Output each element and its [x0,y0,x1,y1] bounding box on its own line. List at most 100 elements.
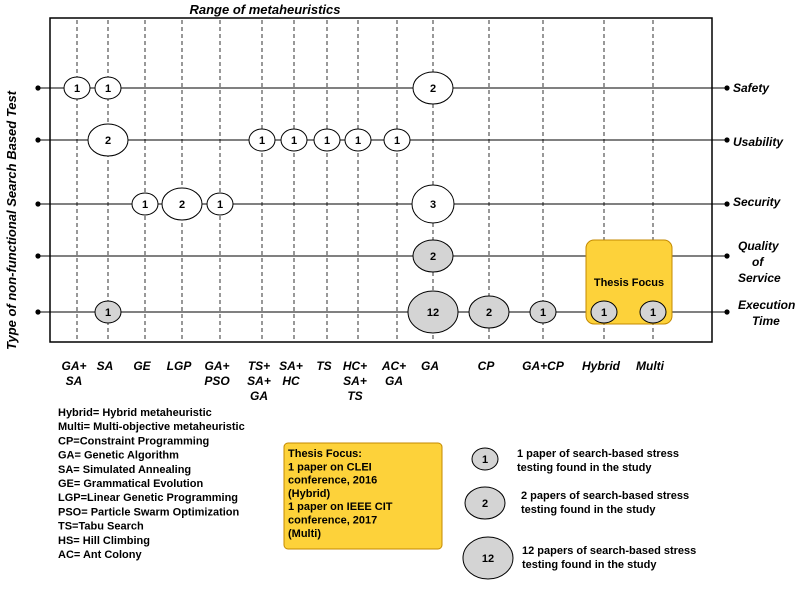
column-label-9: AC+ [381,359,406,373]
legend-text: testing found in the study [517,462,652,474]
bubble-r4-c12: 1 [529,300,557,324]
abbreviation-item: TS=Tabu Search [58,521,144,533]
bubble-count: 1 [105,83,111,95]
column-label-5: TS+ [248,359,270,373]
column-label-6: SA+ [279,359,303,373]
bubble-count: 2 [105,135,111,147]
legend: 1 1 paper of search-based stress testing … [462,447,696,580]
bubble-r1-c7: 1 [313,128,341,152]
row-label-3: of [752,255,764,269]
bubble-count: 3 [430,199,436,211]
bubble-r2-c10: 3 [411,184,455,224]
bubble-count: 1 [105,307,111,319]
bubble-count: 1 [74,83,80,95]
bubble-shape [161,187,203,221]
bubble-r4-c10: 12 [407,290,459,334]
row-label-4: Time [752,314,780,328]
bubble-r2-c4: 1 [206,192,234,216]
bubble-count: 1 [291,135,297,147]
row-label-4: Execution [738,298,795,312]
bubble-r4-c1: 1 [94,300,122,324]
thesis-note-line: Thesis Focus: [288,448,362,460]
legend-bubble [471,447,499,471]
legend-text: testing found in the study [522,559,657,571]
legend-bubble [464,486,506,520]
abbreviation-item: AC= Ant Colony [58,549,142,561]
thesis-note-line: (Hybrid) [288,488,331,500]
row-label-3: Service [738,271,781,285]
column-label-13: Hybrid [582,359,621,373]
legend-text: 12 papers of search-based stress [522,545,696,557]
column-label-4: PSO [204,374,230,388]
abbreviation-item: SA= Simulated Annealing [58,464,191,476]
bubble-count: 1 [394,135,400,147]
thesis-note-line: 1 paper on CLEI [288,461,372,473]
legend-item-0: 1 1 paper of search-based stress testing … [471,447,679,474]
thesis-note-line: 1 paper on IEEE CIT [288,501,393,513]
bubble-r4-c11: 2 [468,295,510,329]
legend-item-1: 22 papers of search-based stress testing… [464,486,689,520]
row-start-dot-2 [35,201,41,207]
legend-text: 1 paper of search-based stress [517,448,679,460]
bubble-r1-c5: 1 [248,128,276,152]
bubble-shape [94,300,122,324]
bubble-shape [94,76,122,100]
bubble-count: 2 [179,199,185,211]
column-label-12: GA+CP [522,359,565,373]
bubble-shape [639,300,667,324]
thesis-note: Thesis Focus:1 paper on CLEIconference, … [288,448,393,540]
row-start-dot-4 [35,309,41,315]
row-end-dot-3 [724,253,730,259]
bubble-shape [248,128,276,152]
bubble-r2-c2: 1 [131,192,159,216]
bubble-r1-c1: 2 [87,123,129,157]
diagram-title: Range of metaheuristics [190,2,341,17]
row-end-dot-1 [724,137,730,143]
thesis-note-box [283,442,443,550]
row-label-2: Security [733,195,782,209]
row-end-dot-4 [724,309,730,315]
bubble-count: 1 [259,135,265,147]
bubble-count: 1 [142,199,148,211]
column-label-7: TS [316,359,331,373]
bubble-r0-c0: 1 [63,76,91,100]
abbreviation-item: GA= Genetic Algorithm [58,450,179,462]
row-start-dot-3 [35,253,41,259]
abbreviation-item: GE= Grammatical Evolution [58,478,203,490]
bubble-r1-c6: 1 [280,128,308,152]
bubble-r1-c9: 1 [383,128,411,152]
column-label-8: HC+ [343,359,367,373]
y-axis-title: Type of non-functional Search Based Test [4,90,19,350]
column-label-2: GE [133,359,151,373]
column-label-5: SA+ [247,374,271,388]
bubble-shape [206,192,234,216]
column-label-1: SA [97,359,114,373]
bubble-shape [529,300,557,324]
bubble-r3-c10: 2 [412,239,454,273]
legend-bubble [462,536,514,580]
bubble-shape [411,184,455,224]
abbreviation-item: CP=Constraint Programming [58,435,209,447]
bubble-shape [468,295,510,329]
abbreviation-item: HS= Hill Climbing [58,535,150,547]
bubble-r2-c3: 2 [161,187,203,221]
legend-bubble-count: 1 [482,454,488,466]
column-label-0: SA [66,374,83,388]
thesis-note-line: (Multi) [288,528,321,540]
bubble-r4-c13: 1 [590,300,618,324]
column-label-5: GA [250,389,268,403]
abbreviation-item: Hybrid= Hybrid metaheuristic [58,407,212,419]
bubble-r1-c8: 1 [344,128,372,152]
bubble-shape [87,123,129,157]
abbreviation-item: Multi= Multi-objective metaheuristic [58,421,245,433]
column-label-6: HC [282,374,300,388]
abbreviation-item: LGP=Linear Genetic Programming [58,492,238,504]
bubble-r4-c14: 1 [639,300,667,324]
legend-text: testing found in the study [521,504,656,516]
column-label-10: GA [421,359,439,373]
